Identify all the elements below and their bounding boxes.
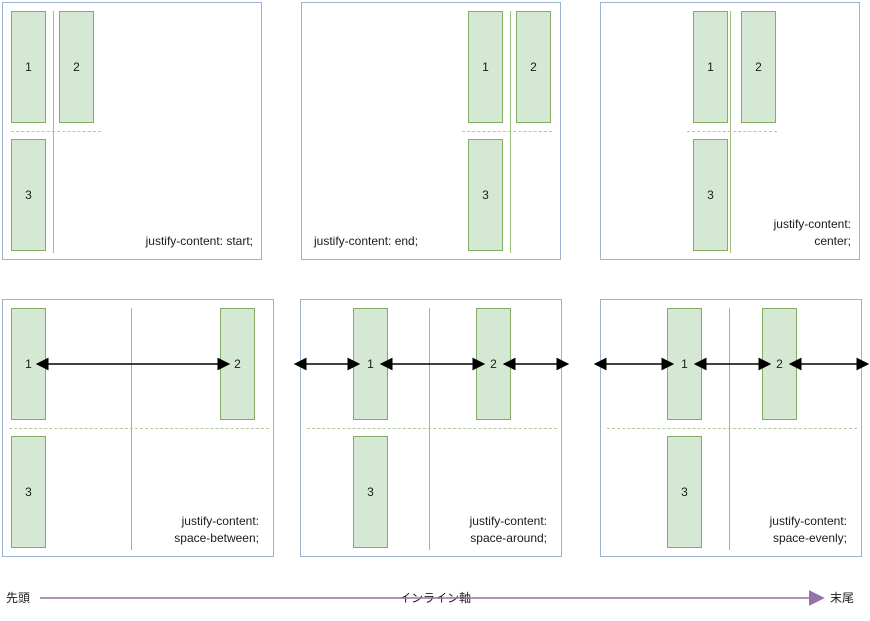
flex-item-3: 3 [353,436,388,548]
panel-caption: justify-content: space-around; [317,513,547,547]
guide-line-dashed [607,428,857,429]
flex-item-1-label: 1 [367,357,374,371]
flex-item-3: 3 [11,139,46,251]
guide-line-vertical [730,11,731,253]
flex-item-2-label: 2 [530,60,537,74]
flex-item-3-label: 3 [482,188,489,202]
panel-justify-content-space-around: 1 2 3 [293,299,570,557]
caption-line-1: justify-content: [469,514,547,528]
flex-item-1: 1 [11,11,46,123]
guide-line-dashed [11,131,101,132]
guide-line-dashed [307,428,557,429]
guide-line-vertical [729,308,730,550]
flex-item-2-label: 2 [490,357,497,371]
spacing-arrow-between-1-2 [693,357,772,371]
flex-item-3-label: 3 [367,485,374,499]
panel-caption: justify-content: end; [314,233,534,250]
flex-item-3: 3 [468,139,503,251]
panel-justify-content-center: 1 2 3 justify-content: center; [600,2,860,260]
guide-line-vertical [429,308,430,550]
axis-arrow-line [40,590,825,606]
axis-start-label: 先頭 [6,591,31,605]
flex-item-2-label: 2 [755,60,762,74]
flex-item-2: 2 [59,11,94,123]
panel-justify-content-end: 1 2 3 justify-content: end; [301,2,561,260]
flex-item-2-label: 2 [73,60,80,74]
guide-line-dashed [687,131,777,132]
flex-item-3-label: 3 [25,485,32,499]
flex-item-3: 3 [11,436,46,548]
guide-line-vertical [131,308,132,550]
flex-item-1-label: 1 [482,60,489,74]
flex-item-2-label: 2 [234,357,241,371]
panel-justify-content-space-evenly: 1 2 3 [593,299,870,557]
flex-item-1: 1 [667,308,702,420]
flex-item-3-label: 3 [681,485,688,499]
flex-item-1-label: 1 [707,60,714,74]
panel-justify-content-start: 1 2 3 justify-content: start; [2,2,262,260]
guide-line-dashed [9,428,269,429]
flex-item-2: 2 [476,308,511,420]
flex-item-3-label: 3 [707,188,714,202]
spacing-arrow-between-1-2 [35,357,231,371]
caption-line-2: center; [814,234,851,248]
flex-item-2-label: 2 [776,357,783,371]
spacing-arrow-lead-half [293,357,361,371]
flex-item-1-label: 1 [25,357,32,371]
caption-line-1: justify-content: [773,217,851,231]
flex-item-1: 1 [468,11,503,123]
caption-line-1: justify-content: end; [314,234,419,248]
axis-end-label: 末尾 [830,591,855,605]
caption-line-1: justify-content: [769,514,847,528]
inline-axis: 先頭 インライン軸 末尾 [0,570,870,621]
panel-justify-content-space-between: 1 2 3 justify-content: space-between; [2,299,274,557]
spacing-arrow-trail-equal [788,357,870,371]
guide-line-vertical [510,11,511,253]
spacing-arrow-lead-equal [593,357,675,371]
flex-item-2: 2 [516,11,551,123]
flex-item-2: 2 [762,308,797,420]
caption-line-2: space-around; [470,531,547,545]
spacing-arrow-trail-half [502,357,570,371]
panel-caption: justify-content: start; [33,233,253,250]
flex-item-1: 1 [353,308,388,420]
guide-line-vertical [53,11,54,253]
caption-line-1: justify-content: [181,514,259,528]
caption-line-2: space-evenly; [772,531,847,545]
flex-item-2: 2 [741,11,776,123]
flex-item-1-label: 1 [681,357,688,371]
flex-item-1-label: 1 [25,60,32,74]
guide-line-dashed [462,131,552,132]
caption-line-1: justify-content: start; [145,234,253,248]
spacing-arrow-between-1-2 [379,357,486,371]
flex-item-3-label: 3 [25,188,32,202]
flex-item-3: 3 [693,139,728,251]
panel-caption: justify-content: space-between; [29,513,259,547]
panel-caption: justify-content: center; [631,216,851,250]
panel-caption: justify-content: space-evenly; [617,513,847,547]
flex-item-2: 2 [220,308,255,420]
flex-item-3: 3 [667,436,702,548]
caption-line-2: space-between; [174,531,259,545]
flex-item-1: 1 [693,11,728,123]
